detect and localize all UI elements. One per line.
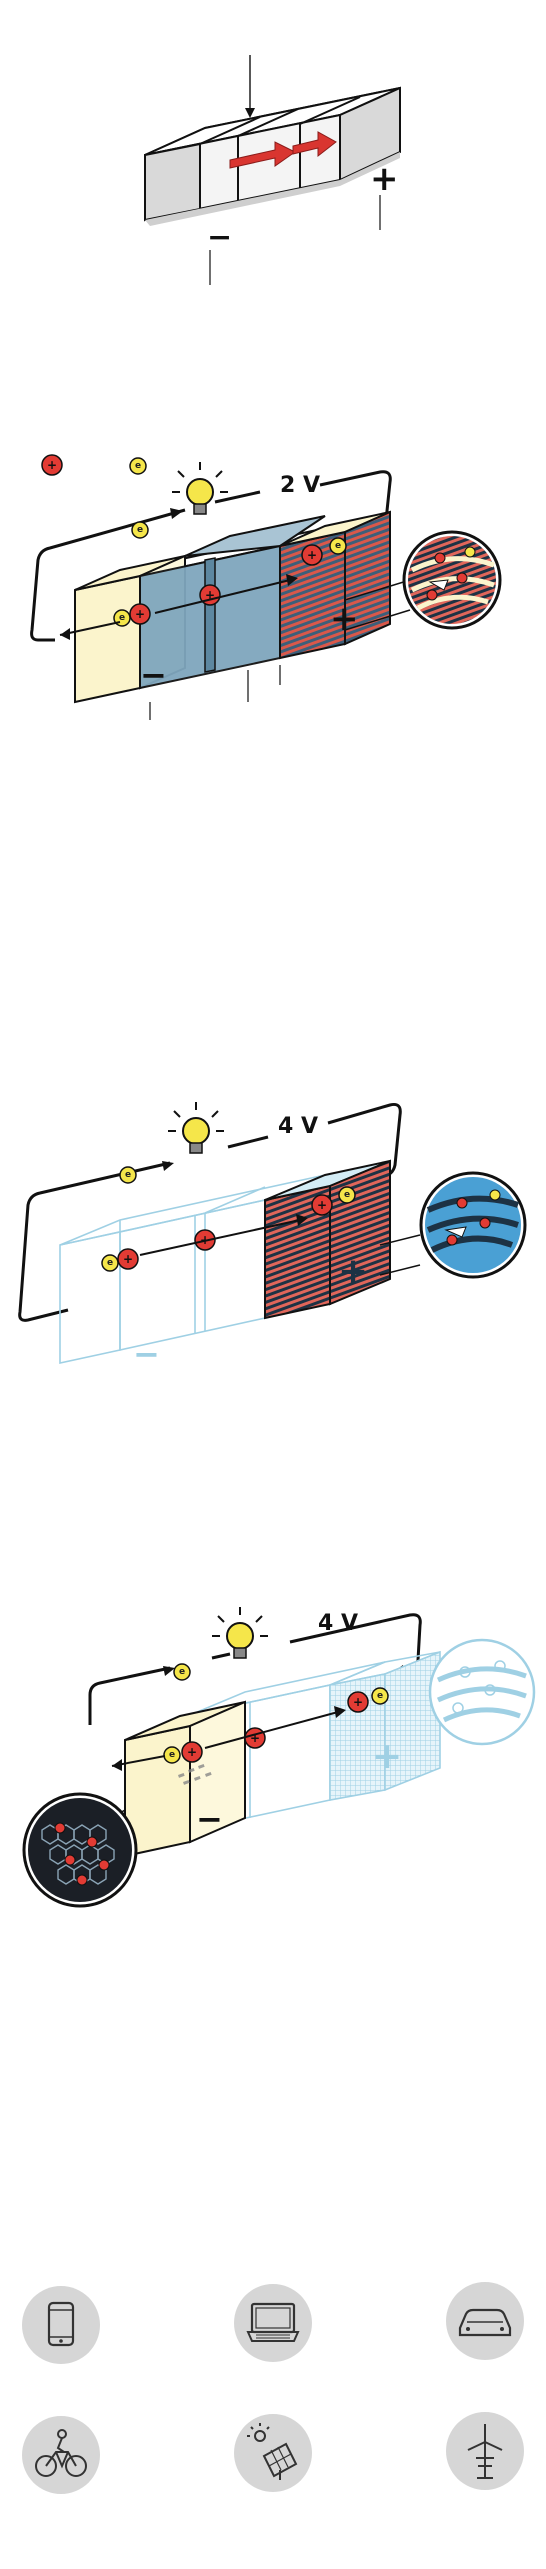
svg-text:e: e <box>179 1667 185 1677</box>
cell-4v-b-diagram: 4 V e <box>22 1607 536 1908</box>
svg-text:e: e <box>335 541 341 551</box>
svg-text:+: + <box>307 548 317 562</box>
cathode-electron: e <box>371 1687 389 1705</box>
positive-sign: + <box>338 1251 368 1292</box>
solar-panel-icon <box>234 2414 312 2492</box>
svg-text:+: + <box>317 1198 327 1212</box>
negative-sign: − <box>133 1335 160 1373</box>
cell-4v-a-diagram: 4 V e e + + <box>18 1102 527 1373</box>
svg-text:+: + <box>187 1745 197 1759</box>
svg-text:e: e <box>169 1750 175 1760</box>
voltage-label: 4 V <box>278 1114 318 1139</box>
cathode-ion: + <box>311 1194 333 1216</box>
cathode-ion: + <box>301 544 323 566</box>
laptop-icon <box>234 2284 312 2362</box>
negative-sign: − <box>196 1800 223 1838</box>
wire-electron: e <box>173 1663 191 1681</box>
negative-sign: − <box>207 220 232 255</box>
positive-sign: + <box>330 599 359 639</box>
cathode-zoom-lens <box>428 1638 536 1746</box>
wire-electron: e <box>131 521 149 539</box>
anode-ion: + <box>117 1248 139 1270</box>
svg-text:+: + <box>353 1695 363 1709</box>
cathode-zoom-lens <box>344 530 502 631</box>
light-bulb-icon <box>168 1102 224 1154</box>
light-bulb-icon <box>212 1607 268 1659</box>
cell-2v-diagram: + e 2 V e <box>30 454 502 720</box>
svg-text:+: + <box>250 1731 260 1745</box>
positive-sign: + <box>372 1736 402 1777</box>
positive-sign: + <box>370 159 399 199</box>
svg-text:+: + <box>205 588 215 602</box>
cathode-electron: e <box>338 1186 356 1204</box>
svg-text:e: e <box>344 1190 350 1200</box>
wind-turbine-icon <box>446 2412 524 2490</box>
voltage-label: 4 V <box>318 1611 358 1636</box>
cathode-electron: e <box>329 537 347 555</box>
anode-ion: + <box>129 603 151 625</box>
smartphone-icon <box>22 2286 100 2364</box>
car-icon <box>446 2282 524 2360</box>
cathode-zoom-lens <box>379 1171 527 1279</box>
electrolyte-ion: + <box>244 1727 266 1749</box>
anode-electron: e <box>101 1254 119 1272</box>
svg-text:e: e <box>137 525 143 535</box>
anode-ion: + <box>181 1741 203 1763</box>
svg-text:e: e <box>107 1258 113 1268</box>
svg-text:e: e <box>125 1170 131 1180</box>
cathode-ion: + <box>347 1691 369 1713</box>
anode-zoom-lens <box>22 1792 138 1908</box>
anode-electron: e <box>163 1746 181 1764</box>
svg-text:e: e <box>119 613 125 623</box>
svg-text:+: + <box>47 458 57 472</box>
e-bike-icon <box>22 2416 100 2494</box>
svg-text:e: e <box>377 1691 383 1701</box>
wire-electron: e <box>119 1166 137 1184</box>
legend-ion: + <box>41 454 63 476</box>
svg-text:e: e <box>135 461 141 471</box>
light-bulb-icon <box>172 462 228 515</box>
svg-text:+: + <box>135 607 145 621</box>
svg-text:+: + <box>123 1252 133 1266</box>
legend-electron: e <box>129 457 147 475</box>
voltage-label: 2 V <box>280 473 320 498</box>
cell-overview-diagram: − + <box>144 55 401 285</box>
negative-sign: − <box>140 656 167 694</box>
